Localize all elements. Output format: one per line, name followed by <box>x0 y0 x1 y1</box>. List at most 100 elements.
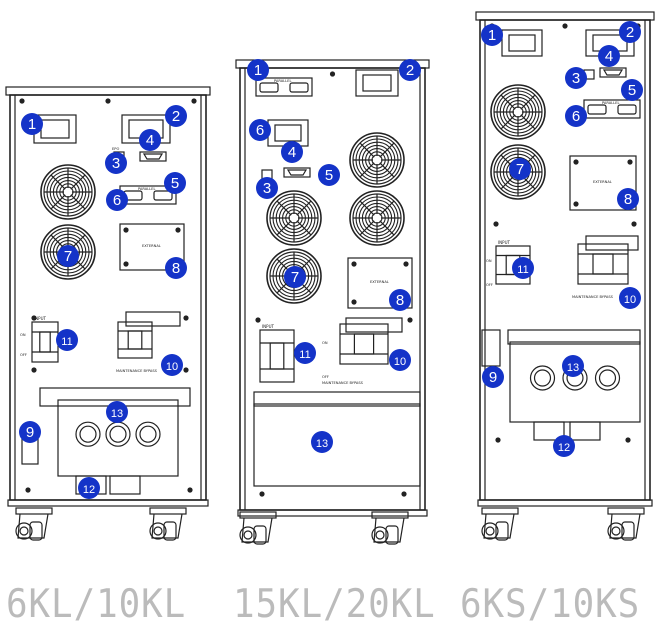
callout-circle <box>19 421 41 443</box>
callout-badge-12: 12 <box>553 435 575 457</box>
cooling-fan <box>490 84 546 140</box>
callout-number: 6 <box>572 108 580 125</box>
callout-badge-7: 7 <box>57 245 79 267</box>
callout-number: 9 <box>26 424 34 441</box>
callout-badge-5: 5 <box>621 79 643 101</box>
cable-gland-inner <box>79 425 97 443</box>
cabinet <box>235 59 430 517</box>
caster-fork <box>483 513 515 539</box>
callout-badge-3: 3 <box>105 152 127 174</box>
callout-badge-6: 6 <box>106 189 128 211</box>
callout-badge-2: 2 <box>165 105 187 127</box>
callout-badge-7: 7 <box>509 158 531 180</box>
callout-badge-6: 6 <box>565 105 587 127</box>
callout-number: 11 <box>61 336 72 348</box>
callout-circle <box>482 366 504 388</box>
wheel-hub <box>371 526 389 544</box>
port-plate <box>599 67 627 78</box>
bypass-label: MAINTENANCE BYPASS <box>116 369 158 373</box>
caster-wheel <box>149 507 187 541</box>
breaker-body <box>339 323 389 365</box>
callout-number: 5 <box>171 175 179 192</box>
callout-circle <box>256 177 278 199</box>
db9-shell <box>286 169 308 176</box>
callout-number: 3 <box>263 180 271 197</box>
breaker-handle <box>353 333 375 355</box>
cable-clamp <box>533 421 565 441</box>
callout-circle <box>165 257 187 279</box>
callout-number: 6 <box>113 192 121 209</box>
callout-circle <box>621 79 643 101</box>
parallel-port: PARALLEL <box>583 99 641 119</box>
model-caption-6ks-10ks: 6KS/10KS <box>460 582 641 627</box>
port-plate <box>283 167 311 178</box>
off-label: OFF <box>20 353 27 357</box>
off-label: OFF <box>322 375 329 379</box>
callout-badge-6: 6 <box>249 119 271 141</box>
slot-inner <box>508 34 536 52</box>
callout-circle <box>165 105 187 127</box>
callout-number: 10 <box>394 356 406 368</box>
callout-number: 4 <box>288 144 296 161</box>
bypass-cover <box>585 235 639 251</box>
callout-number: 5 <box>628 82 636 99</box>
breaker-body <box>117 321 153 359</box>
breaker <box>577 243 629 285</box>
screw <box>573 159 579 165</box>
breaker-handle <box>592 253 614 275</box>
breaker <box>339 323 389 365</box>
rs232-port <box>139 151 167 162</box>
cabinet-top <box>5 86 211 96</box>
bypass-cover <box>125 311 181 327</box>
terminal-cover-top <box>253 391 421 407</box>
callout-number: 11 <box>299 349 310 361</box>
cooling-fan <box>349 132 405 188</box>
screw <box>31 315 37 321</box>
breaker-handle <box>269 342 285 370</box>
callout-badge-1: 1 <box>481 24 503 46</box>
callout-number: 4 <box>146 132 154 149</box>
port-b <box>617 104 637 115</box>
caster-fork <box>151 513 183 539</box>
breaker: INPUT <box>259 324 295 383</box>
bypass-label: MAINTENANCE BYPASS <box>572 295 614 299</box>
external-battery-connector <box>481 329 501 367</box>
callout-circle <box>562 355 584 377</box>
callout-number: 8 <box>396 292 404 309</box>
callout-circle <box>294 342 316 364</box>
port-a <box>259 82 279 93</box>
callout-number: 9 <box>489 369 497 386</box>
breaker-label: INPUT <box>34 316 47 321</box>
callout-circle <box>139 129 161 151</box>
fan-frame <box>40 164 96 220</box>
callout-circle <box>619 287 641 309</box>
rs232-port <box>283 167 311 178</box>
screw <box>183 315 189 321</box>
callout-circle <box>565 67 587 89</box>
callout-circle <box>21 113 43 135</box>
wheel-axle <box>153 526 163 536</box>
callout-number: 11 <box>517 264 528 276</box>
screw <box>627 159 633 165</box>
callout-badge-5: 5 <box>164 172 186 194</box>
breaker-body <box>577 243 629 285</box>
cabinet <box>5 86 211 507</box>
cable-clamp <box>569 421 601 441</box>
callout-circle <box>105 152 127 174</box>
callout-badge-8: 8 <box>617 188 639 210</box>
callout-number: 10 <box>166 361 178 373</box>
screw <box>562 23 568 29</box>
callout-number: 1 <box>28 116 36 133</box>
terminal-box <box>509 341 641 423</box>
fan-frame <box>490 84 546 140</box>
callout-number: 3 <box>112 155 120 172</box>
callout-number: 12 <box>83 484 95 496</box>
callout-badge-4: 4 <box>139 129 161 151</box>
fan-frame <box>349 190 405 246</box>
callout-number: 8 <box>624 191 632 208</box>
wheel-axle <box>243 530 253 540</box>
cable-gland-outer <box>135 421 161 447</box>
screw <box>183 367 189 373</box>
callout-circle <box>249 119 271 141</box>
